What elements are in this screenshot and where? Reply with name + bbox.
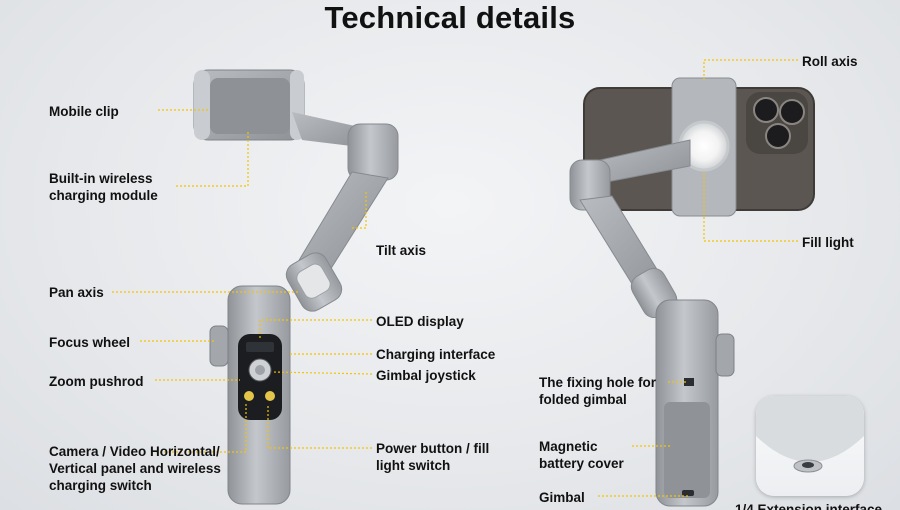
label-zoom-pushrod: Zoom pushrod <box>49 374 144 389</box>
label-charging-interface: Charging interface <box>376 347 496 362</box>
label-tilt-axis: Tilt axis <box>376 243 427 258</box>
focus-wheel-shape <box>209 325 229 367</box>
label-fixing-hole: The fixing hole for folded gimbal <box>539 375 656 407</box>
left-gimbal <box>193 69 399 505</box>
battery-cover-shape <box>664 402 710 498</box>
label-wireless-charging: Built-in wireless charging module <box>49 171 158 203</box>
extension-interface-closeup <box>756 396 864 473</box>
label-roll-axis: Roll axis <box>802 54 858 69</box>
label-battery-cover: Magnetic battery cover <box>539 439 624 471</box>
label-camera-video: Camera / Video Horizontal/ Vertical pane… <box>49 444 221 493</box>
label-extension-interface: 1/4 Extension interface <box>735 502 883 510</box>
label-gimbal-bottom: Gimbal <box>539 490 585 505</box>
label-mobile-clip: Mobile clip <box>49 104 119 119</box>
label-fill-light: Fill light <box>802 235 854 250</box>
page-title: Technical details <box>324 0 576 35</box>
label-oled-display: OLED display <box>376 314 464 329</box>
bottom-detail-inset <box>756 396 864 496</box>
leader-lines <box>112 59 798 497</box>
label-power-button: Power button / fill light switch <box>376 441 490 473</box>
label-pan-axis: Pan axis <box>49 285 104 300</box>
right-gimbal <box>569 77 815 507</box>
label-focus-wheel: Focus wheel <box>49 335 131 350</box>
label-gimbal-joystick: Gimbal joystick <box>376 368 476 383</box>
